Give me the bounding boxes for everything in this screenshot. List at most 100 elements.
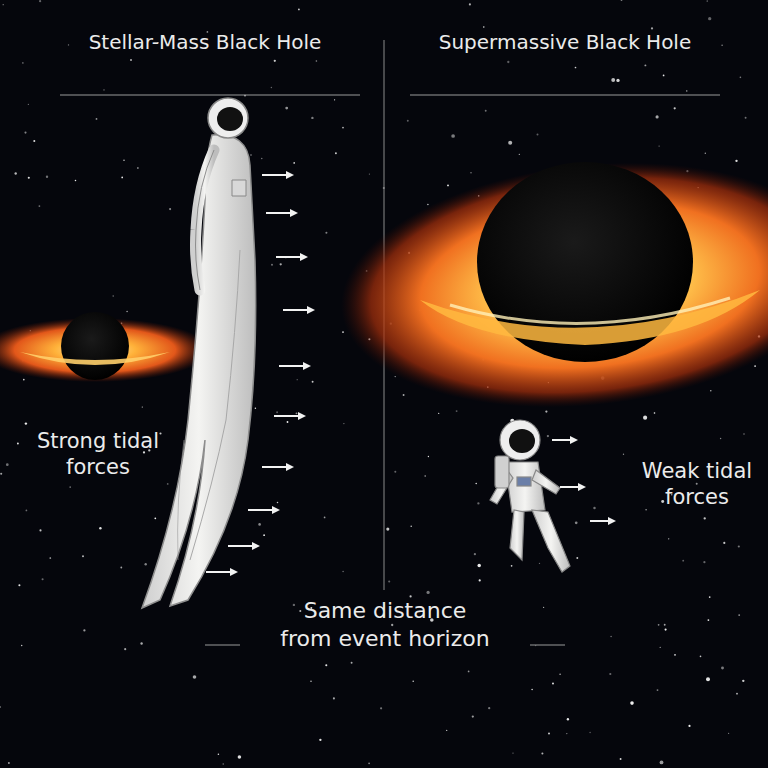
star [140,642,142,644]
star [706,0,708,2]
star [21,645,22,646]
star [223,763,224,764]
star [743,433,745,435]
star [674,107,676,109]
star [736,693,738,695]
star [531,689,532,690]
star [507,61,509,63]
star [688,725,690,727]
star [3,4,4,5]
star [112,295,114,297]
star [25,422,27,424]
star [611,78,615,82]
star [410,595,412,597]
star [49,557,51,559]
star [412,681,413,682]
star [142,406,143,407]
star [468,671,470,673]
star [258,523,261,526]
star [438,413,439,414]
star [285,107,288,110]
star [664,624,666,626]
star [616,79,619,82]
star [428,456,429,457]
star [654,412,656,414]
star [483,26,484,27]
star [395,376,396,377]
star [720,438,721,439]
star [293,162,295,164]
star [696,483,698,485]
star [250,154,251,155]
star [645,509,647,511]
star [394,471,396,473]
star [511,565,513,567]
star [343,423,344,424]
text-dash [205,645,240,646]
star [735,160,737,162]
star [274,60,276,62]
star [589,732,590,733]
star [686,90,687,91]
star [469,3,471,5]
supermassive-black-hole [329,140,768,431]
star [472,715,474,717]
star [280,263,282,265]
stretched-astronaut [142,98,256,608]
star [663,75,665,77]
star [145,563,147,565]
star [623,454,624,455]
star [271,264,273,266]
star [543,607,544,608]
star [643,416,647,420]
star [539,563,540,564]
star [552,682,554,684]
star [18,584,20,586]
star [447,184,449,186]
text-dash [530,645,565,646]
tidal-label: Weak tidal forces [641,458,753,511]
star [169,208,171,210]
star [369,173,370,174]
star [456,410,458,412]
star [319,739,321,741]
star [575,67,577,69]
star [26,510,28,512]
star [721,45,722,46]
star [324,517,326,519]
star [154,517,156,519]
star [657,689,659,691]
star [477,502,479,504]
star [728,733,729,734]
star [193,675,197,679]
star [567,718,569,720]
star [276,411,278,413]
star [137,167,139,169]
star [665,629,667,631]
star [410,525,412,527]
star [537,134,539,136]
star [547,435,549,437]
star [707,619,709,621]
star [609,673,611,675]
star [68,44,69,45]
star [238,755,242,759]
star [333,697,335,699]
star [38,205,40,207]
star [310,680,312,682]
star [668,538,669,539]
star [83,629,85,631]
star [426,591,429,594]
star [121,177,123,179]
star [261,158,262,159]
star [704,517,706,519]
star [123,160,125,162]
star [470,172,472,174]
star [39,529,41,531]
star [475,483,476,484]
star [159,432,161,434]
star [610,636,611,637]
star [593,507,595,509]
